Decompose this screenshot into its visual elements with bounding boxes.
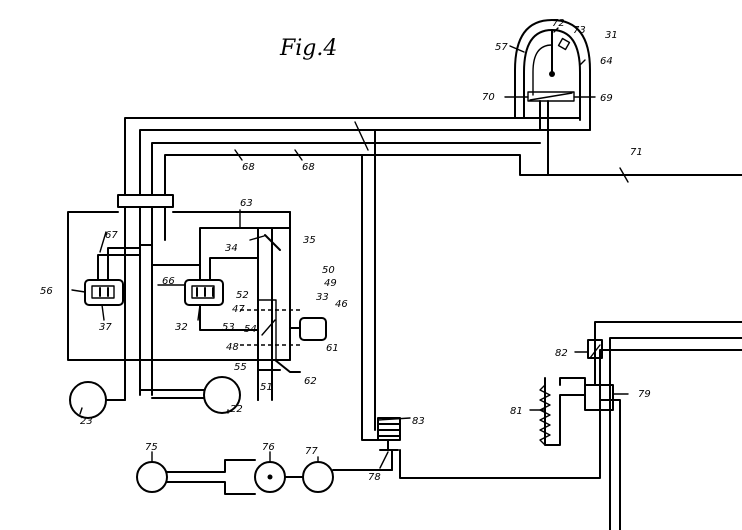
label-52: 52 <box>236 290 249 301</box>
figure-title: Fig.4 <box>279 36 337 61</box>
label-51: 51 <box>260 382 273 393</box>
label-69: 69 <box>600 93 613 104</box>
label-37: 37 <box>99 322 112 333</box>
label-53: 53 <box>222 322 235 333</box>
label-54: 54 <box>244 324 257 335</box>
label-75: 75 <box>145 442 158 453</box>
label-64: 64 <box>600 56 613 67</box>
label-57: 57 <box>495 42 508 53</box>
motor-22 <box>139 376 241 414</box>
label-35: 35 <box>303 235 316 246</box>
motor-23 <box>69 381 126 419</box>
label-76: 76 <box>262 442 275 453</box>
terminal-block <box>117 194 174 396</box>
label-68b: 68 <box>302 162 315 173</box>
motor-46 <box>289 317 327 341</box>
label-70: 70 <box>482 92 495 103</box>
label-61: 61 <box>326 343 339 354</box>
label-63: 63 <box>240 198 253 209</box>
relay-37 <box>84 244 153 306</box>
label-77: 77 <box>305 446 318 457</box>
label-55: 55 <box>234 362 247 373</box>
component-77 <box>302 461 334 493</box>
label-82: 82 <box>555 348 568 359</box>
label-73: 73 <box>573 25 586 36</box>
bottom-chain <box>136 459 393 495</box>
label-66: 66 <box>162 276 175 287</box>
label-34: 34 <box>225 243 238 254</box>
label-78: 78 <box>368 472 381 483</box>
label-68a: 68 <box>242 162 255 173</box>
label-47: 47 <box>232 304 245 315</box>
label-23: 23 <box>80 416 93 427</box>
label-81: 81 <box>510 406 523 417</box>
label-83: 83 <box>412 416 425 427</box>
thermostat <box>504 19 596 176</box>
label-56: 56 <box>40 286 53 297</box>
label-32: 32 <box>175 322 188 333</box>
label-67: 67 <box>105 230 118 241</box>
label-62: 62 <box>304 376 317 387</box>
switch-83 <box>339 349 742 479</box>
relay-32 <box>151 257 259 331</box>
label-33: 33 <box>316 292 329 303</box>
label-72: 72 <box>552 18 565 29</box>
switch-assembly <box>199 227 301 401</box>
label-79: 79 <box>638 389 651 400</box>
label-49: 49 <box>324 278 337 289</box>
label-71: 71 <box>630 147 643 158</box>
component-75 <box>136 461 168 493</box>
label-50: 50 <box>322 265 335 276</box>
label-46: 46 <box>335 299 348 310</box>
label-22: 22 <box>230 404 243 415</box>
wire-bundle-68 <box>124 117 742 431</box>
heater-section <box>539 321 742 530</box>
label-31: 31 <box>605 30 618 41</box>
leaders <box>71 27 629 469</box>
reference-labels: 72 73 31 57 64 70 69 71 68 68 63 67 34 3… <box>40 18 651 483</box>
label-48: 48 <box>226 342 239 353</box>
